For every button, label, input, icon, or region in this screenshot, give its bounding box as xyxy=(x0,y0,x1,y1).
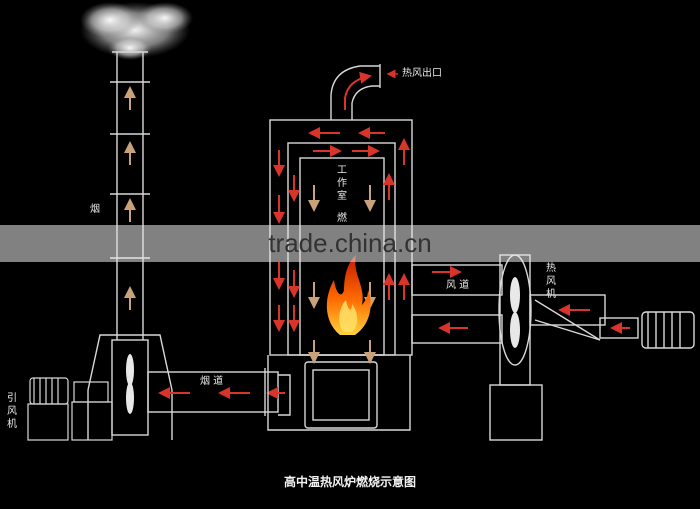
impeller-right xyxy=(510,277,520,348)
work-chamber-char-1: 工 xyxy=(337,165,347,176)
chimney-label: 烟 xyxy=(90,204,100,215)
hot-air-fan-char-3: 机 xyxy=(546,289,556,300)
impeller-left xyxy=(126,354,134,414)
induced-fan-char-2: 风 xyxy=(7,406,17,417)
diagram-title: 高中温热风炉燃烧示意图 xyxy=(283,475,416,489)
hot-air-fan xyxy=(489,254,695,441)
burn-label: 燃 xyxy=(337,213,347,224)
induced-fan-char-3: 机 xyxy=(7,419,17,430)
fan-housing-left xyxy=(87,334,173,440)
hot-air-outlet-pipe xyxy=(330,64,381,120)
induced-fan-label: 引 风 机 xyxy=(6,392,18,431)
air-duct-arrows xyxy=(432,266,468,334)
hot-air-fan-char-2: 风 xyxy=(546,276,556,287)
work-chamber-char-3: 室 xyxy=(337,191,347,202)
watermark-band xyxy=(0,225,700,262)
induced-fan-motor xyxy=(27,377,113,441)
jacket-arrows xyxy=(273,127,410,332)
work-chamber-label: 工 作 室 xyxy=(336,164,348,203)
outlet-arrow xyxy=(344,71,372,110)
induced-fan-char-1: 引 xyxy=(7,393,17,404)
air-duct xyxy=(411,264,503,344)
air-duct-label: 风 道 xyxy=(446,280,470,291)
hot-air-fan-label: 热 风 机 xyxy=(545,262,557,301)
hot-air-fan-char-1: 热 xyxy=(546,263,556,274)
fan-arrows xyxy=(558,304,630,334)
smoke-cloud xyxy=(80,2,193,60)
hot-air-outlet-label: 热风出口 xyxy=(402,68,442,79)
chamber-arrows xyxy=(308,185,376,364)
flue-duct-label: 烟 道 xyxy=(200,376,224,387)
work-chamber-char-2: 作 xyxy=(337,178,347,189)
watermark-text: trade.china.cn xyxy=(268,228,432,258)
flame xyxy=(326,255,371,335)
